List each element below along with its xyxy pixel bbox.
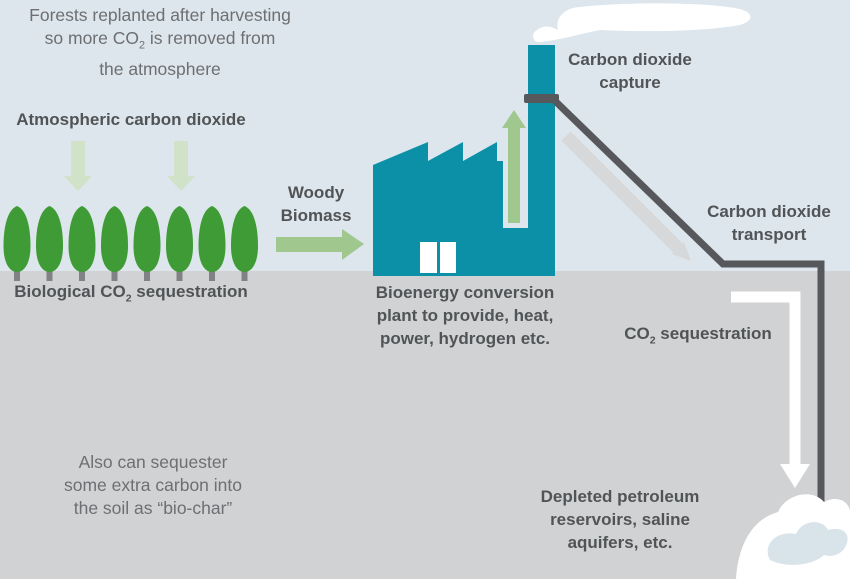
tree — [68, 206, 96, 272]
atmospheric-co2-label: Atmospheric carbon dioxide — [16, 110, 246, 129]
tree-stem — [79, 266, 85, 281]
carbon-transport-label: Carbon dioxide transport — [707, 202, 831, 244]
woody-biomass-arrow-icon — [276, 229, 364, 260]
co2-absorption-arrow-left-icon — [64, 141, 92, 191]
forest-replant-note: Forests replanted after harvesting so mo… — [20, 4, 300, 81]
bioenergy-plant-label: Bioenergy conversion plant to provide, h… — [375, 283, 555, 348]
co2-absorption-arrow-right-icon — [167, 141, 195, 191]
factory-window-left — [420, 242, 437, 273]
tree — [36, 206, 63, 272]
forest-replant-note-line2: so more CO2 is removed from — [44, 28, 276, 52]
biochar-note: Also can sequester some extra carbon int… — [63, 452, 242, 518]
flue-gas-arrow-icon — [502, 110, 526, 223]
tree — [3, 206, 31, 272]
tree — [101, 206, 128, 272]
tree-stem — [176, 266, 183, 281]
tree-stem — [46, 266, 53, 281]
forest-replant-note-line3: the atmosphere — [99, 58, 221, 79]
smoke-plume-icon — [533, 3, 751, 43]
tree — [133, 206, 161, 272]
tree-stem — [209, 266, 215, 281]
tree-stem — [241, 266, 248, 281]
co2-injection-arrowhead-icon — [780, 464, 810, 488]
forest — [3, 206, 258, 281]
tree — [198, 206, 226, 272]
factory-window-right — [440, 242, 456, 273]
tree — [166, 206, 193, 272]
forest-replant-note-line1: Forests replanted after harvesting — [29, 5, 291, 25]
ground-background — [0, 271, 850, 579]
captured-co2-flow-arrow-icon — [561, 131, 683, 253]
reservoir-fluid — [767, 522, 848, 565]
biological-sequestration-label: Biological CO2 sequestration — [14, 282, 248, 305]
tree-stem — [14, 266, 20, 281]
tree-stem — [111, 266, 118, 281]
factory-building — [373, 45, 555, 276]
depleted-reservoirs-label: Depleted petroleum reservoirs, saline aq… — [540, 487, 700, 552]
co2-transport-pipe — [548, 94, 825, 505]
captured-co2-flow-arrowhead-icon — [672, 242, 691, 261]
co2-injection-arrow-icon — [731, 291, 801, 466]
co2-sequestration-label: CO2 sequestration — [624, 324, 772, 347]
carbon-capture-label: Carbon dioxide capture — [568, 50, 692, 92]
woody-biomass-label: Woody Biomass — [280, 183, 352, 225]
tree-stem — [144, 266, 150, 281]
tree — [231, 206, 258, 272]
